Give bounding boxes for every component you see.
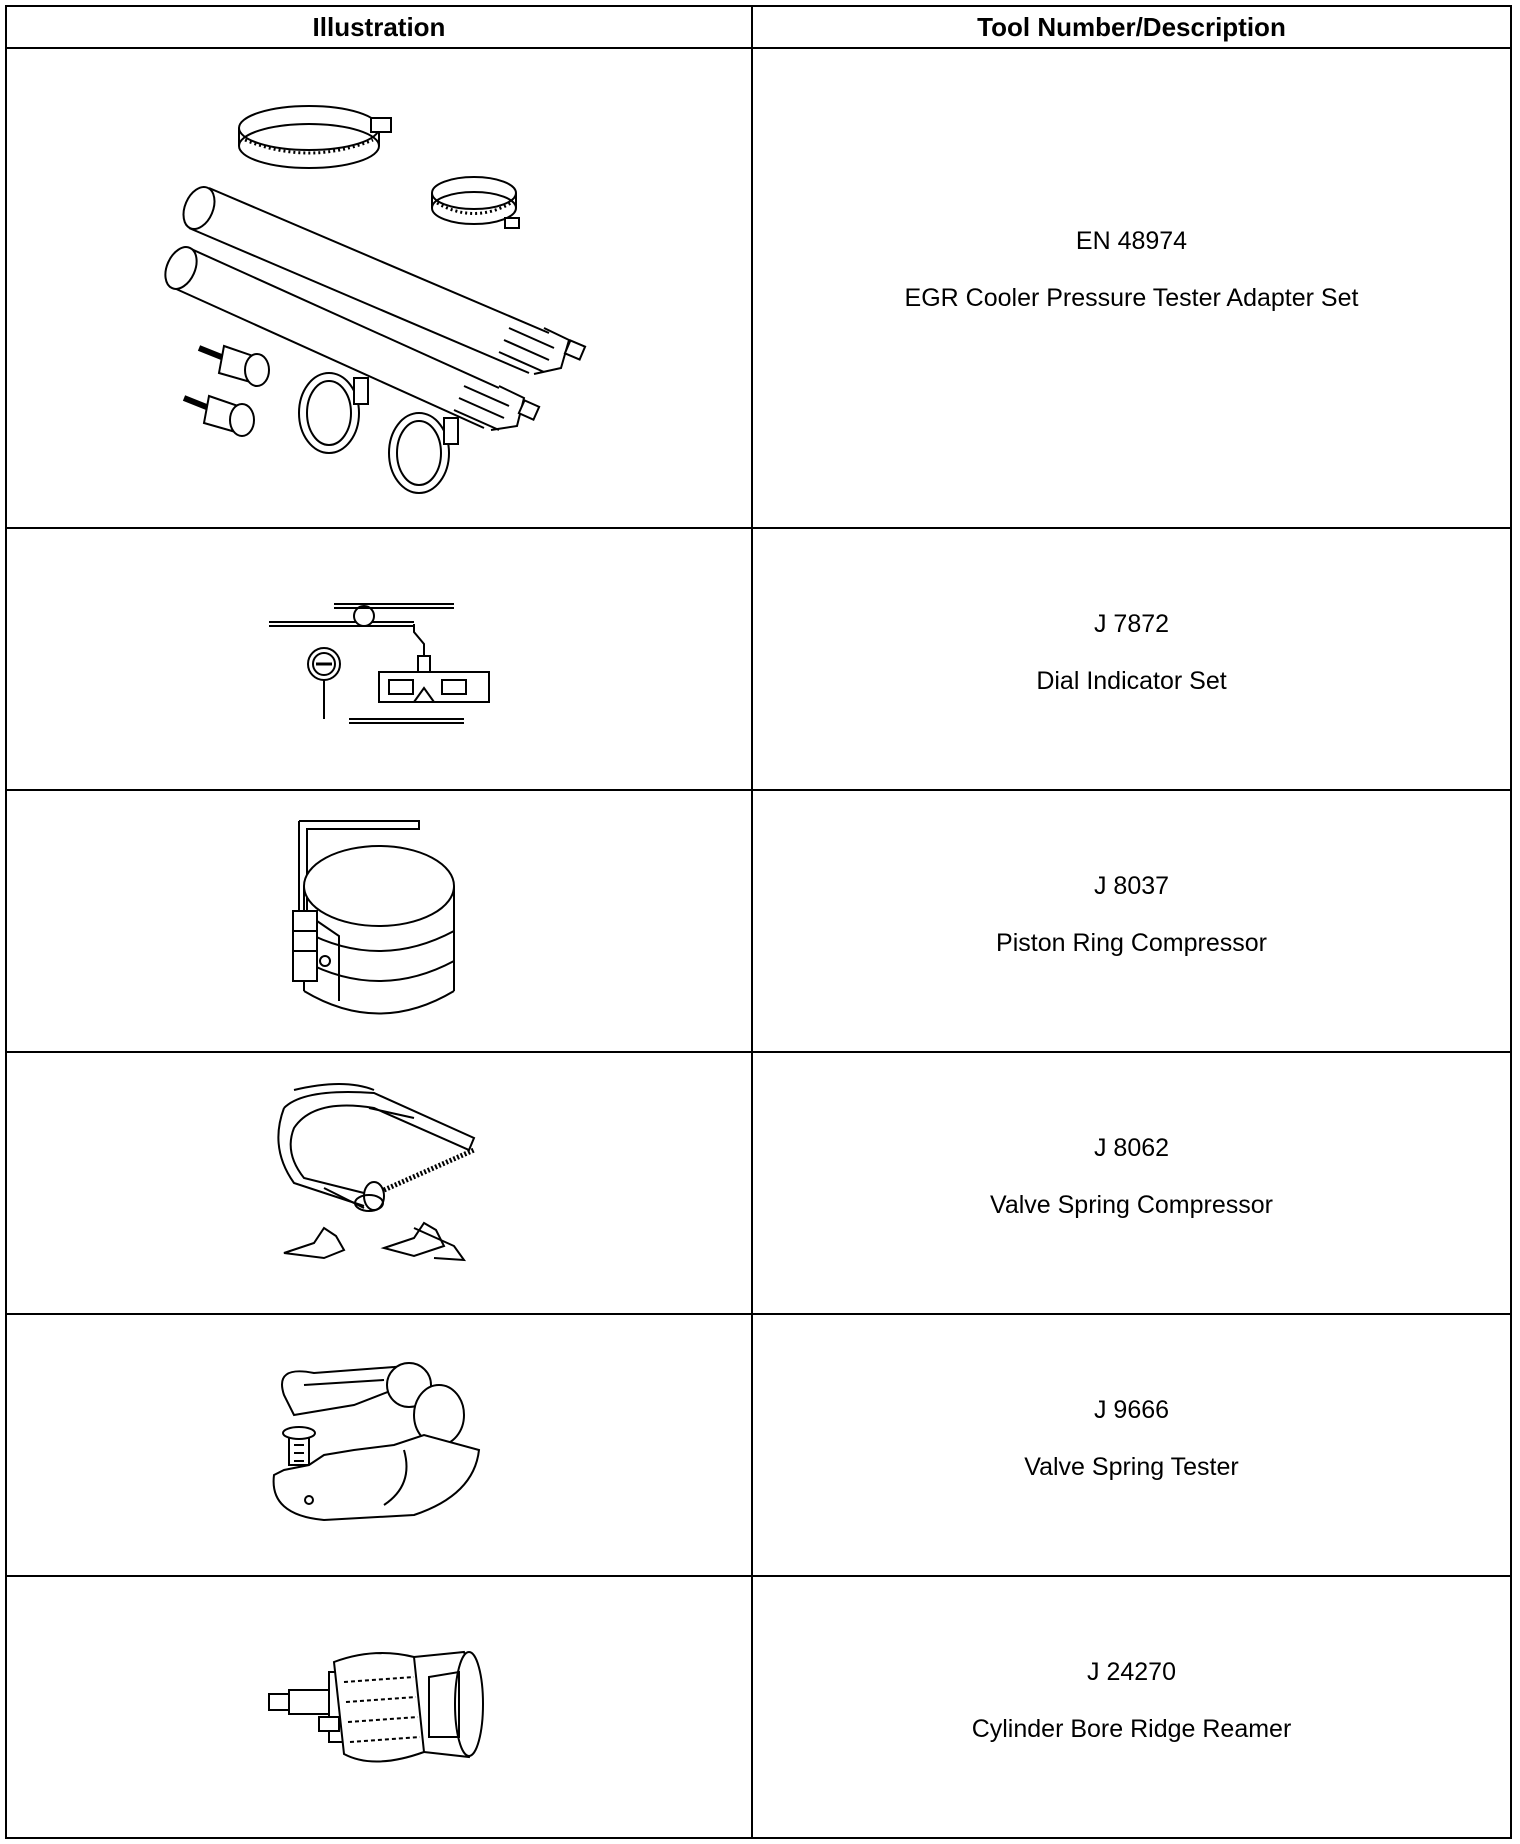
table-row: J 8062 Valve Spring Compressor: [5, 1051, 1512, 1315]
table-row: J 9666 Valve Spring Tester: [5, 1313, 1512, 1577]
illustration-cell: [5, 1575, 753, 1839]
valve-spring-compressor-illustration: [264, 1078, 494, 1288]
tool-description-cell: J 8062 Valve Spring Compressor: [751, 1051, 1512, 1315]
tool-number: J 9666: [1093, 1396, 1170, 1424]
tool-description: Valve Spring Tester: [1024, 1453, 1239, 1481]
illustration-cell: [5, 527, 753, 791]
header-tool-number-description: Tool Number/Description: [751, 5, 1512, 49]
tool-description: Valve Spring Compressor: [990, 1191, 1273, 1219]
table-header-row: Illustration Tool Number/Description: [5, 5, 1512, 49]
piston-ring-compressor-illustration: [279, 811, 479, 1031]
illustration-cell: [5, 1313, 753, 1577]
tool-number: J 7872: [1093, 610, 1170, 638]
illustration-cell: [5, 789, 753, 1053]
tool-description: EGR Cooler Pressure Tester Adapter Set: [904, 284, 1359, 312]
illustration-cell: [5, 1051, 753, 1315]
valve-spring-tester-illustration: [264, 1355, 494, 1535]
tool-description-cell: J 8037 Piston Ring Compressor: [751, 789, 1512, 1053]
tool-number: J 8062: [1093, 1134, 1170, 1162]
tool-number: J 8037: [1093, 872, 1170, 900]
tool-description: Dial Indicator Set: [1036, 667, 1227, 695]
table-row: J 24270 Cylinder Bore Ridge Reamer: [5, 1575, 1512, 1839]
tool-description: Piston Ring Compressor: [996, 929, 1267, 957]
tool-number: J 24270: [1087, 1658, 1176, 1686]
tool-description-cell: J 9666 Valve Spring Tester: [751, 1313, 1512, 1577]
illustration-cell: [5, 47, 753, 529]
tool-description: Cylinder Bore Ridge Reamer: [971, 1715, 1292, 1743]
egr-cooler-adapter-set-illustration: [149, 78, 609, 498]
tool-description-cell: J 7872 Dial Indicator Set: [751, 527, 1512, 791]
table-row: J 8037 Piston Ring Compressor: [5, 789, 1512, 1053]
special-tools-table: Illustration Tool Number/Description: [5, 5, 1512, 1839]
cylinder-bore-ridge-reamer-illustration: [264, 1642, 494, 1772]
table-row: J 7872 Dial Indicator Set: [5, 527, 1512, 791]
dial-indicator-set-illustration: [264, 584, 494, 734]
table-row: EN 48974 EGR Cooler Pressure Tester Adap…: [5, 47, 1512, 529]
tool-number: EN 48974: [1075, 227, 1188, 255]
tool-description-cell: J 24270 Cylinder Bore Ridge Reamer: [751, 1575, 1512, 1839]
header-illustration: Illustration: [5, 5, 753, 49]
tool-description-cell: EN 48974 EGR Cooler Pressure Tester Adap…: [751, 47, 1512, 529]
